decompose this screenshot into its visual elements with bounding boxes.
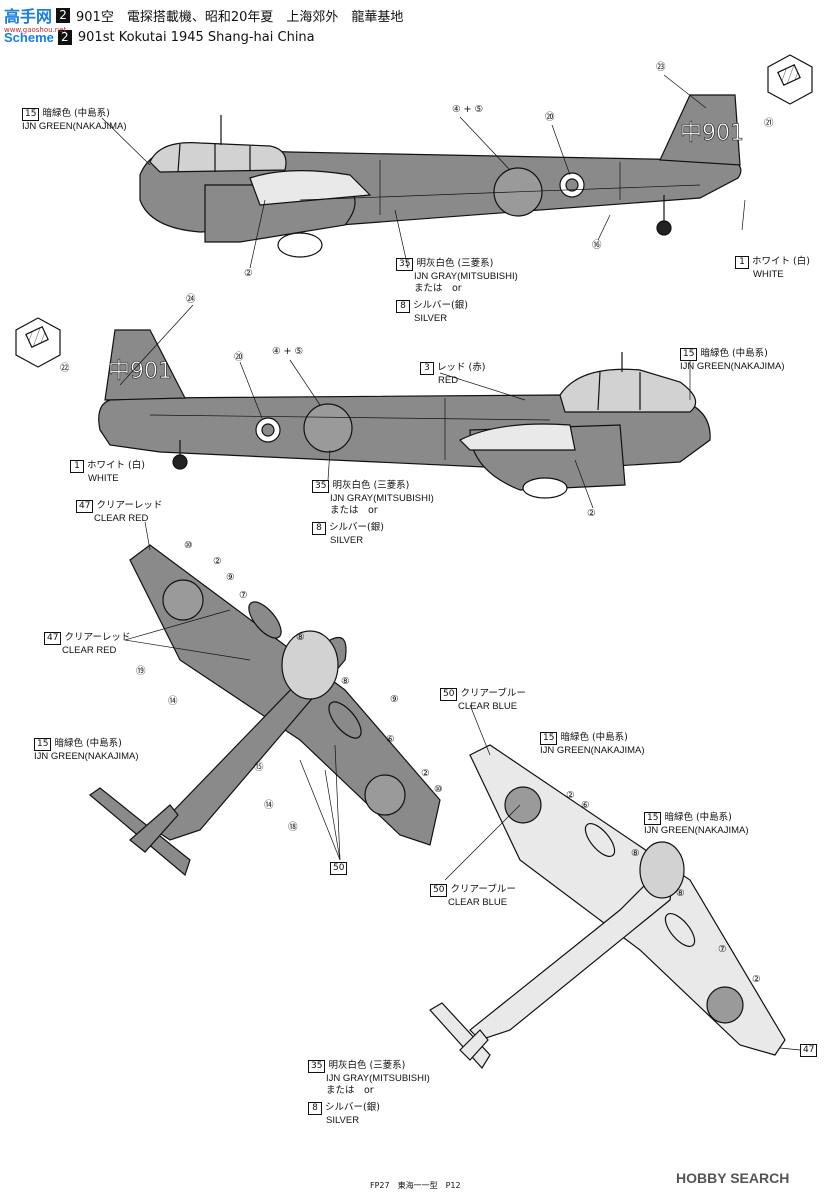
tail-code-1: 中901 (680, 121, 744, 146)
callout-50-top: 50 (330, 862, 350, 875)
callout-7b: ⑦ (718, 944, 727, 955)
callout-18: ⑱ (288, 822, 298, 833)
side-view-1 (139, 94, 742, 258)
top-view (89, 544, 441, 877)
callout-14a: ⑭ (168, 696, 178, 707)
callout-2-top: ② (244, 268, 253, 279)
callout-2a: ② (213, 556, 222, 567)
callout-2-mid: ② (587, 508, 596, 519)
bottom-view (429, 744, 786, 1069)
page-footer: FP27 東海一一型 P12 (370, 1181, 461, 1190)
scheme-number-box-2: 2 (57, 29, 72, 45)
decal-hex-icon (15, 54, 813, 368)
callout-2d: ② (752, 974, 761, 985)
scheme-number-box: 2 (56, 7, 71, 23)
callout-15a: ⑮ (254, 762, 264, 773)
leader-lines (101, 74, 801, 1051)
scheme-title-jp: 901空 電探搭載機、昭和20年夏 上海郊外 龍華基地 (76, 9, 404, 25)
side-view-2 (98, 329, 711, 499)
scheme-label: Scheme (4, 29, 54, 45)
callout-6b: ⑥ (581, 800, 590, 811)
callout-14b: ⑭ (264, 800, 274, 811)
callout-8d: ⑧ (676, 888, 685, 899)
callout-23: ㉓ (656, 62, 666, 73)
callout-6a: ⑥ (386, 734, 395, 745)
callout-2b: ② (421, 768, 430, 779)
callout-2c: ② (566, 790, 575, 801)
callout-9a: ⑨ (226, 572, 235, 583)
callout-10a: ⑩ (184, 540, 193, 551)
callout-22: ㉒ (60, 363, 70, 374)
callout-20-mid: ⑳ (234, 352, 244, 363)
callout-10b: ⑩ (434, 784, 443, 795)
callout-24: ㉔ (186, 294, 196, 305)
callout-20-top: ⑳ (545, 112, 555, 123)
callout-47-bottom: 47 (800, 1044, 820, 1057)
callout-8c: ⑧ (631, 848, 640, 859)
callout-4-5-mid: ④ + ⑤ (272, 346, 304, 357)
watermark-url: www.gaoshou.net (4, 26, 67, 34)
hobby-search-logo: HOBBY SEARCH (676, 1170, 790, 1186)
callout-8b: ⑧ (341, 676, 350, 687)
callout-4-5-top: ④ + ⑤ (452, 104, 484, 115)
callout-21: ㉑ (764, 118, 774, 129)
tail-code-2: 中901 (108, 359, 172, 384)
header: 高手网 2 901空 電探搭載機、昭和20年夏 上海郊外 龍華基地 Scheme… (4, 4, 403, 48)
callout-19: ⑲ (136, 666, 146, 677)
callout-9b: ⑨ (390, 694, 399, 705)
callout-16: ⑯ (592, 240, 602, 251)
watermark-logo: 高手网 (4, 7, 53, 26)
callout-7a: ⑦ (239, 590, 248, 601)
callout-8a: ⑧ (296, 632, 305, 643)
scheme-title-en: 901st Kokutai 1945 Shang-hai China (77, 29, 315, 45)
